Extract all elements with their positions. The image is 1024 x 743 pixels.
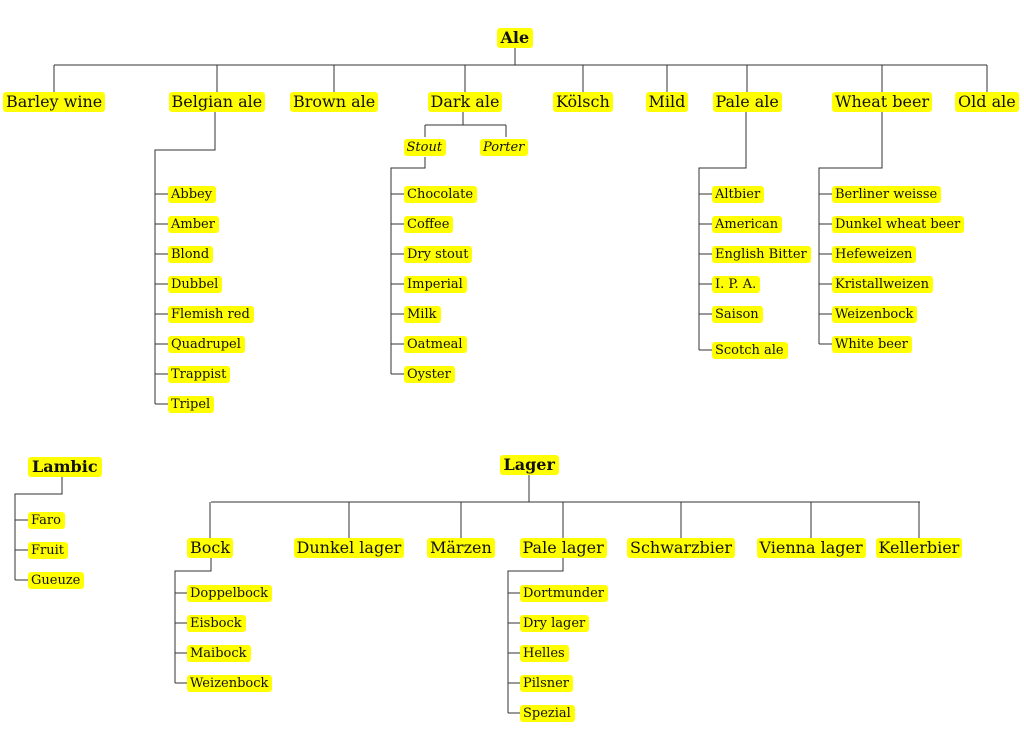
style-node: Milk — [404, 305, 441, 323]
category-node: Kellerbier — [875, 538, 963, 558]
category-node: Belgian ale — [168, 92, 266, 112]
style-node: Dunkel wheat beer — [832, 215, 965, 233]
style-node: Hefeweizen — [832, 245, 917, 263]
style-node: Quadrupel — [168, 335, 245, 353]
style-node: Weizenbock — [187, 674, 273, 692]
style-node: Faro — [28, 511, 65, 529]
style-node: Kristallweizen — [832, 275, 933, 293]
category-node: Kölsch — [553, 92, 613, 112]
category-node: Barley wine — [3, 92, 106, 112]
style-node: Abbey — [168, 185, 217, 203]
style-node: Oyster — [404, 365, 455, 383]
connector-line — [154, 112, 216, 404]
connector-line — [390, 157, 426, 374]
style-node: Dortmunder — [520, 584, 608, 602]
substyle-node-stout: Stout — [403, 138, 447, 156]
style-node: Maibock — [187, 644, 251, 662]
style-node: Weizenbock — [832, 305, 918, 323]
style-node: Oatmeal — [404, 335, 467, 353]
style-node: Dry lager — [520, 614, 590, 632]
style-node: Dry stout — [404, 245, 473, 263]
style-node: American — [712, 215, 783, 233]
category-node: Pale lager — [519, 538, 607, 558]
connector-line — [507, 558, 564, 713]
style-node: Trappist — [168, 365, 231, 383]
category-node: Vienna lager — [756, 538, 866, 558]
style-node: Tripel — [168, 395, 215, 413]
root-node-lambic: Lambic — [28, 457, 102, 477]
category-node: Dark ale — [427, 92, 503, 112]
style-node: White beer — [832, 335, 912, 353]
style-node: English Bitter — [712, 245, 811, 263]
style-node: Imperial — [404, 275, 467, 293]
style-node: Dubbel — [168, 275, 223, 293]
category-node: Schwarzbier — [627, 538, 736, 558]
style-node: Coffee — [404, 215, 454, 233]
category-node: Bock — [187, 538, 234, 558]
style-node: Pilsner — [520, 674, 574, 692]
substyle-node-porter: Porter — [480, 138, 529, 156]
category-node: Mild — [645, 92, 689, 112]
style-node: Saison — [712, 305, 763, 323]
style-node: Doppelbock — [187, 584, 273, 602]
style-node: Altbier — [712, 185, 765, 203]
style-node: Fruit — [28, 541, 68, 559]
style-node: Spezial — [520, 704, 575, 722]
style-node: Gueuze — [28, 571, 85, 589]
style-node: Blond — [168, 245, 214, 263]
style-node: Amber — [168, 215, 219, 233]
style-node: I. P. A. — [712, 275, 761, 293]
category-node: Märzen — [427, 538, 495, 558]
category-node: Wheat beer — [832, 92, 933, 112]
connector-line — [698, 112, 747, 350]
category-node: Pale ale — [712, 92, 782, 112]
connector-line — [818, 112, 883, 344]
connector-line — [14, 477, 63, 580]
connector-line — [174, 558, 212, 683]
category-node: Dunkel lager — [293, 538, 405, 558]
style-node: Berliner weisse — [832, 185, 942, 203]
style-node: Flemish red — [168, 305, 254, 323]
style-node: Eisbock — [187, 614, 246, 632]
style-node: Scotch ale — [712, 341, 788, 359]
category-node: Brown ale — [290, 92, 379, 112]
root-node-lager: Lager — [499, 455, 559, 475]
category-node: Old ale — [955, 92, 1019, 112]
root-node-ale: Ale — [496, 28, 534, 48]
style-node: Chocolate — [404, 185, 478, 203]
style-node: Helles — [520, 644, 569, 662]
